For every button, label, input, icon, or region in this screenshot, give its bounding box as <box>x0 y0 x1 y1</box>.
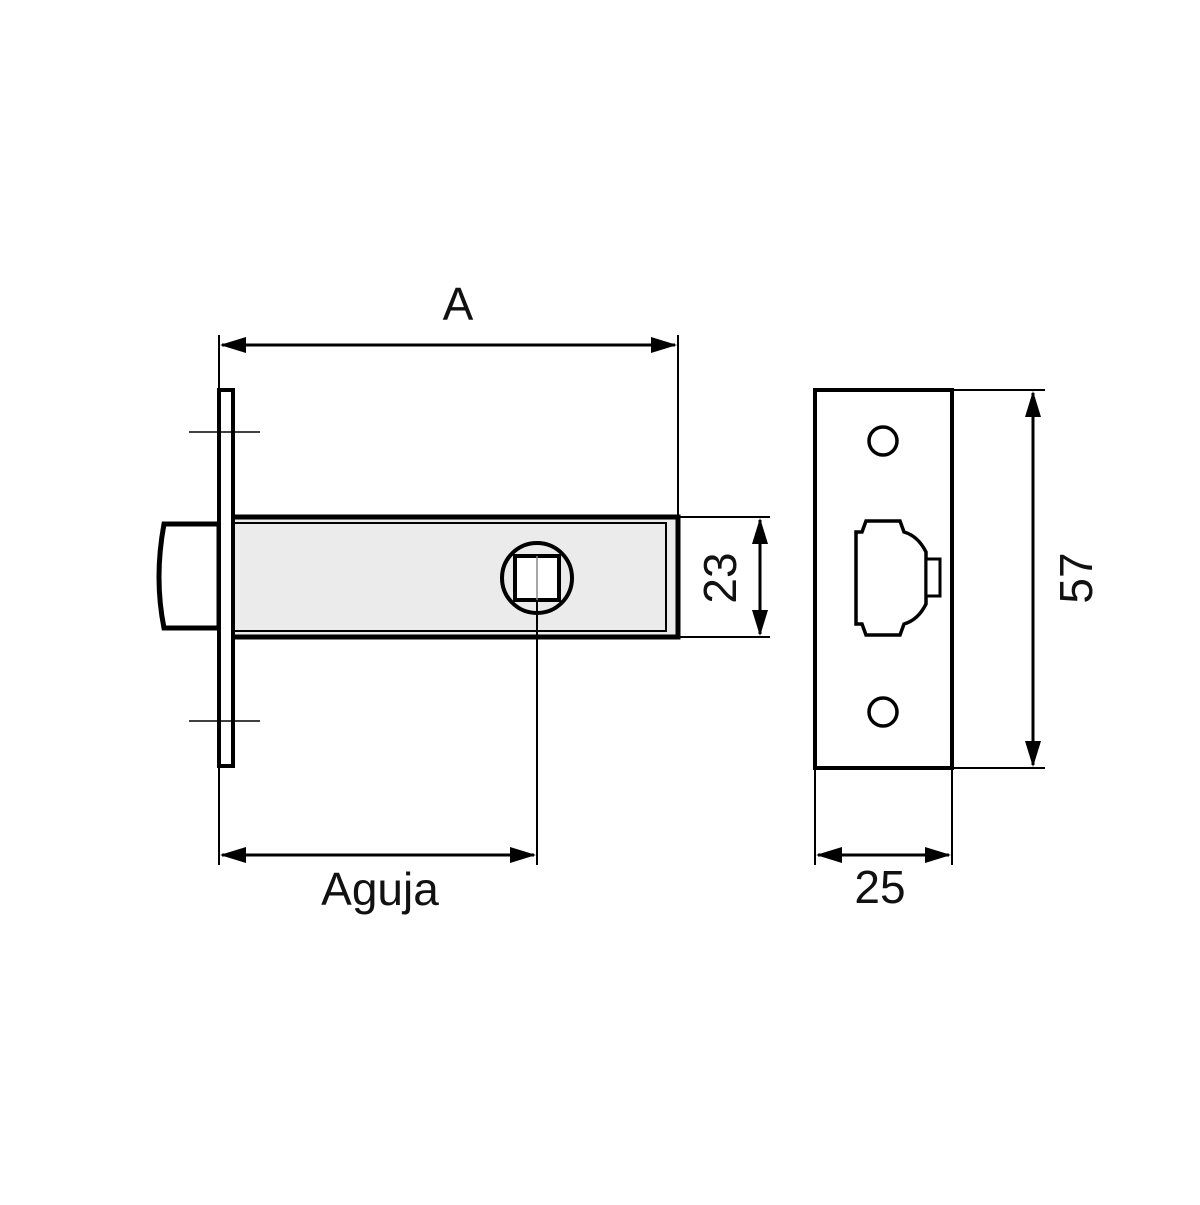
arrow-down-icon <box>1025 741 1041 767</box>
arrow-up-icon <box>1025 391 1041 417</box>
dim-aguja-label: Aguja <box>321 863 439 915</box>
arrow-down-icon <box>752 610 768 636</box>
lock-case <box>227 514 681 640</box>
latch-opening <box>854 519 928 637</box>
arrow-up-icon <box>752 518 768 544</box>
arrow-left-icon <box>816 847 842 863</box>
dim-57-label: 57 <box>1050 552 1102 603</box>
dim-a-label: A <box>443 278 474 330</box>
dimension-25: 25 <box>814 768 953 913</box>
screw-hole-top <box>867 425 899 457</box>
dim-23-label: 23 <box>694 552 746 603</box>
arrow-right-icon <box>651 337 677 353</box>
arrow-right-icon <box>925 847 951 863</box>
arrow-left-icon <box>220 337 246 353</box>
dim-25-label: 25 <box>854 861 905 913</box>
arrow-right-icon <box>510 847 536 863</box>
dimension-57: 57 <box>952 389 1102 769</box>
deadlatch-slot <box>924 557 942 598</box>
dimension-23: 23 <box>678 516 770 638</box>
faceplate-front-view <box>813 388 954 770</box>
dimension-a: A <box>218 278 679 517</box>
latch-bolt <box>156 521 222 631</box>
faceplate-edge <box>217 388 235 768</box>
arrow-left-icon <box>220 847 246 863</box>
latch-side-view <box>156 388 681 768</box>
screw-hole-bottom <box>867 696 899 728</box>
dimension-aguja: Aguja <box>218 600 538 915</box>
